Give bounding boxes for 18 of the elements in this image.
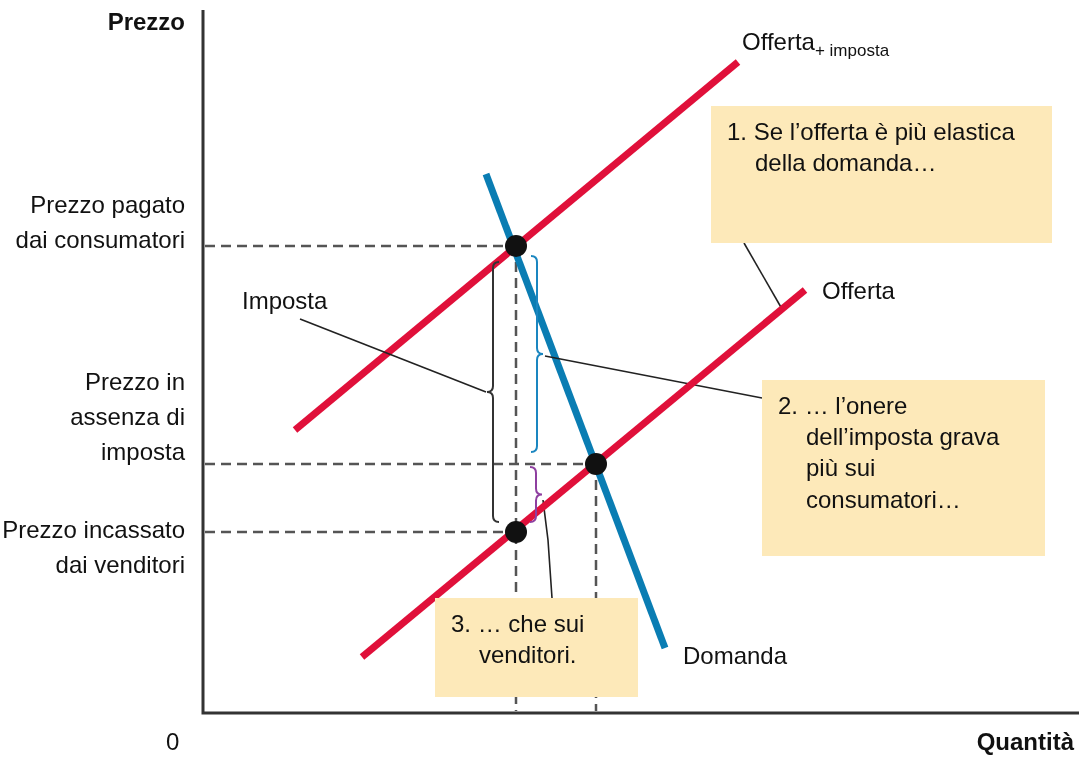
price-label: Prezzo pagato dai consumatori xyxy=(14,190,185,255)
curve-label: Offerta$_{+ imposta}$ xyxy=(742,28,890,62)
price-label: Prezzo in assenza di imposta xyxy=(69,367,185,467)
axis-title: Prezzo xyxy=(106,8,185,37)
price-label: Prezzo incassato dai venditori xyxy=(1,515,185,580)
callout-box: 3. … che sui venditori. xyxy=(435,598,638,697)
leader-line xyxy=(542,499,553,599)
consumer-burden-brace xyxy=(530,255,544,453)
curve-label: Domanda xyxy=(683,642,788,671)
axis-title: Quantità xyxy=(975,728,1074,757)
callout-box: 2. … l’onere dell’imposta grava più sui consumatori… xyxy=(762,380,1045,556)
callout-box: 1. Se l’offerta è più elastica della domanda… xyxy=(711,106,1052,243)
leader-line xyxy=(299,318,487,393)
curve-label: Offerta xyxy=(822,277,895,306)
origin-label: 0 xyxy=(166,728,180,757)
tax-brace xyxy=(486,261,500,523)
tax-label: Imposta xyxy=(242,287,328,316)
leader-line xyxy=(544,355,763,399)
